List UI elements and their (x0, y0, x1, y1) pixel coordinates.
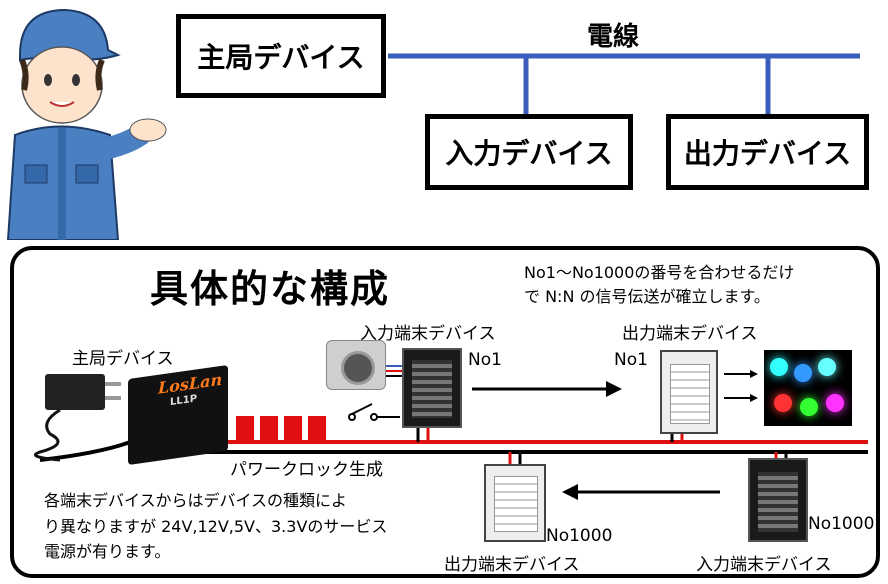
input-top-number: No1 (468, 350, 502, 370)
input-terminal-board-top (402, 348, 462, 428)
power-clock-label: パワークロック生成 (230, 460, 383, 480)
panel-title: 具体的な構成 (150, 267, 391, 311)
output-terminal-board-top (660, 350, 718, 434)
input-bottom-number: No1000 (808, 514, 875, 534)
camera-sensor-icon (326, 340, 386, 390)
output-terminal-board-bottom (484, 464, 546, 542)
master-device-label: 主局デバイス (72, 349, 174, 369)
output-device-box: 出力デバイス (666, 114, 869, 190)
wire-diagram (388, 53, 860, 115)
output-bottom-number: No1000 (546, 526, 613, 546)
output-terminal-top-label: 出力端末デバイス (622, 324, 758, 344)
master-device-box: 主局デバイス (176, 14, 386, 98)
input-terminal-board-bottom (748, 458, 808, 542)
description-line-1: 各端末デバイスからはデバイスの種類によ (44, 491, 348, 510)
input-terminal-bottom-label: 入力端末デバイス (696, 555, 832, 575)
output-terminal-bottom-label: 出力端末デバイス (444, 555, 580, 575)
master-model: LL1P (170, 393, 198, 409)
input-terminal-top-label: 入力端末デバイス (360, 324, 496, 344)
note-line-2: で N:N の信号伝送が確立します。 (524, 287, 770, 306)
description-line-2: り異なりますが 24V,12V,5V、3.3Vのサービス (44, 517, 388, 536)
master-device-unit: LosLan LL1P (128, 364, 228, 466)
description-line-3: 電源が有ります。 (44, 542, 171, 561)
ac-adapter-icon (34, 374, 121, 462)
led-lights-image (764, 350, 852, 426)
wire-label: 電線 (587, 22, 640, 52)
power-clock-pulses (236, 416, 326, 440)
input-device-box: 入力デバイス (425, 114, 633, 190)
note-line-1: No1〜No1000の番号を合わせるだけ (524, 263, 795, 282)
worker-illustration (6, 8, 167, 240)
output-top-number: No1 (614, 350, 648, 370)
